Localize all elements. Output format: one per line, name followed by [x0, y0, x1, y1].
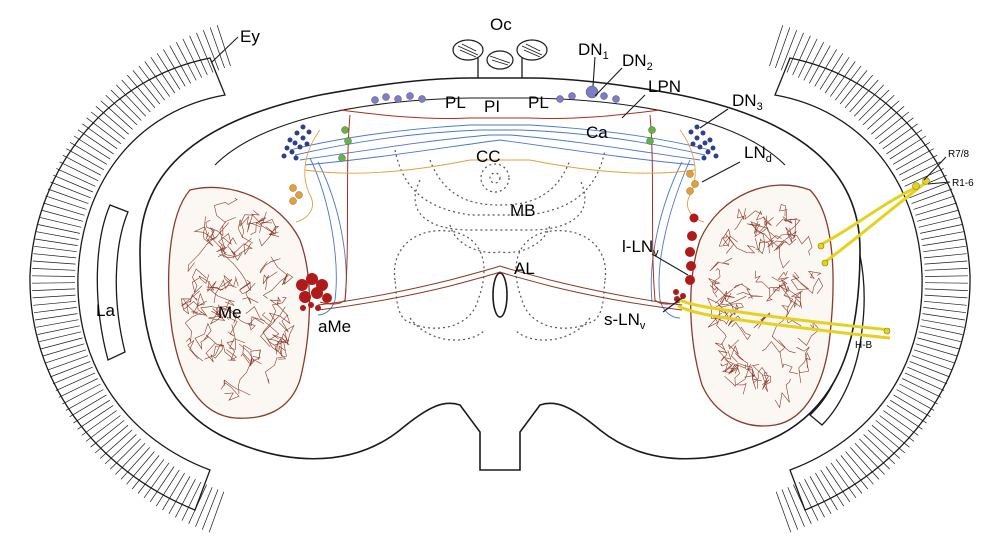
label-al: AL	[514, 259, 535, 278]
label-mb: MB	[510, 201, 536, 220]
label-pl-left: PL	[445, 93, 466, 112]
label-s-lnv: s-LNv	[604, 310, 646, 332]
label-oc: Oc	[490, 15, 512, 34]
label-dn2: DN2	[622, 51, 653, 73]
label-me: Me	[218, 303, 242, 322]
label-pi: PI	[484, 97, 500, 116]
label-lpn: LPN	[648, 77, 681, 96]
ocelli	[453, 40, 547, 78]
label-la: La	[96, 301, 115, 320]
label-hb: H-B	[855, 340, 873, 351]
label-ca: Ca	[586, 123, 608, 142]
label-dn3: DN3	[732, 91, 763, 113]
label-r16: R1-6	[952, 178, 974, 189]
label-cc: CC	[476, 147, 501, 166]
label-ame: aMe	[318, 317, 351, 336]
label-r78: R7/8	[948, 149, 970, 160]
right-medulla	[691, 185, 833, 426]
label-dn1: DN1	[578, 40, 609, 62]
label-ey: Ey	[240, 27, 260, 46]
label-pl-right: PL	[528, 93, 549, 112]
left-lamina	[97, 205, 128, 360]
